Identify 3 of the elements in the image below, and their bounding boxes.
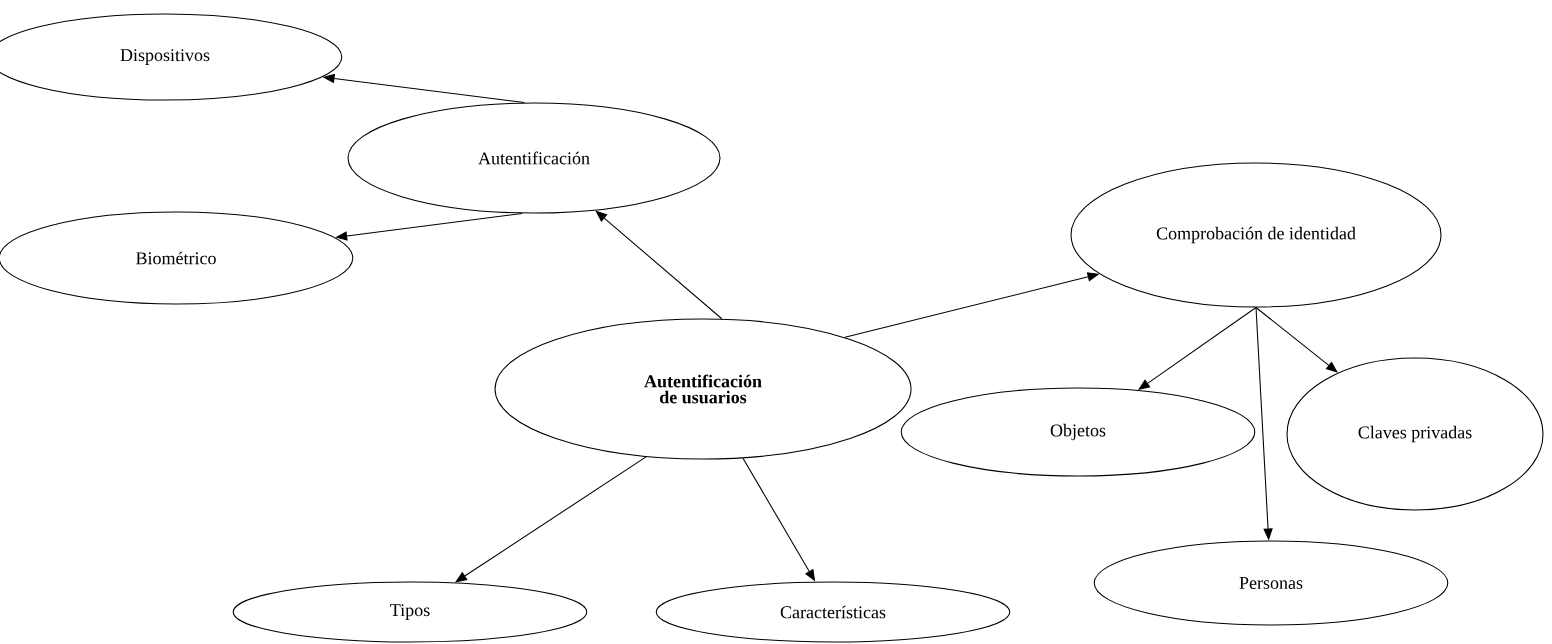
arrow (1255, 307, 1338, 373)
arrow (455, 456, 647, 583)
arrow (595, 210, 723, 320)
